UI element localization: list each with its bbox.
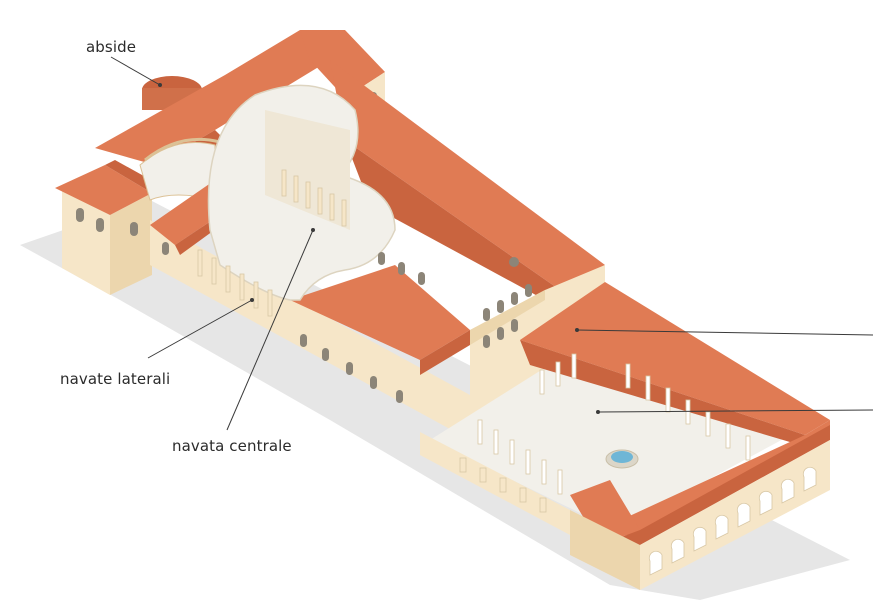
- leader-portico: [576, 329, 873, 336]
- leader-side-aisles: [147, 299, 253, 359]
- label-apse: abside: [86, 38, 137, 56]
- leader-central-nave-dot: [311, 228, 315, 232]
- leader-lines: [110, 56, 873, 431]
- leader-atrium-dot: [596, 410, 600, 414]
- leader-central-nave: [226, 229, 314, 431]
- leader-atrium: [597, 409, 873, 413]
- label-central-nave: navata centrale: [172, 437, 292, 455]
- leader-apse: [110, 56, 161, 86]
- fountain: [605, 449, 639, 469]
- leader-portico-dot: [575, 328, 579, 332]
- leader-side-aisles-dot: [250, 298, 254, 302]
- label-side-aisles: navate laterali: [60, 370, 171, 388]
- leader-apse-dot: [158, 83, 162, 87]
- cloister: [420, 282, 830, 590]
